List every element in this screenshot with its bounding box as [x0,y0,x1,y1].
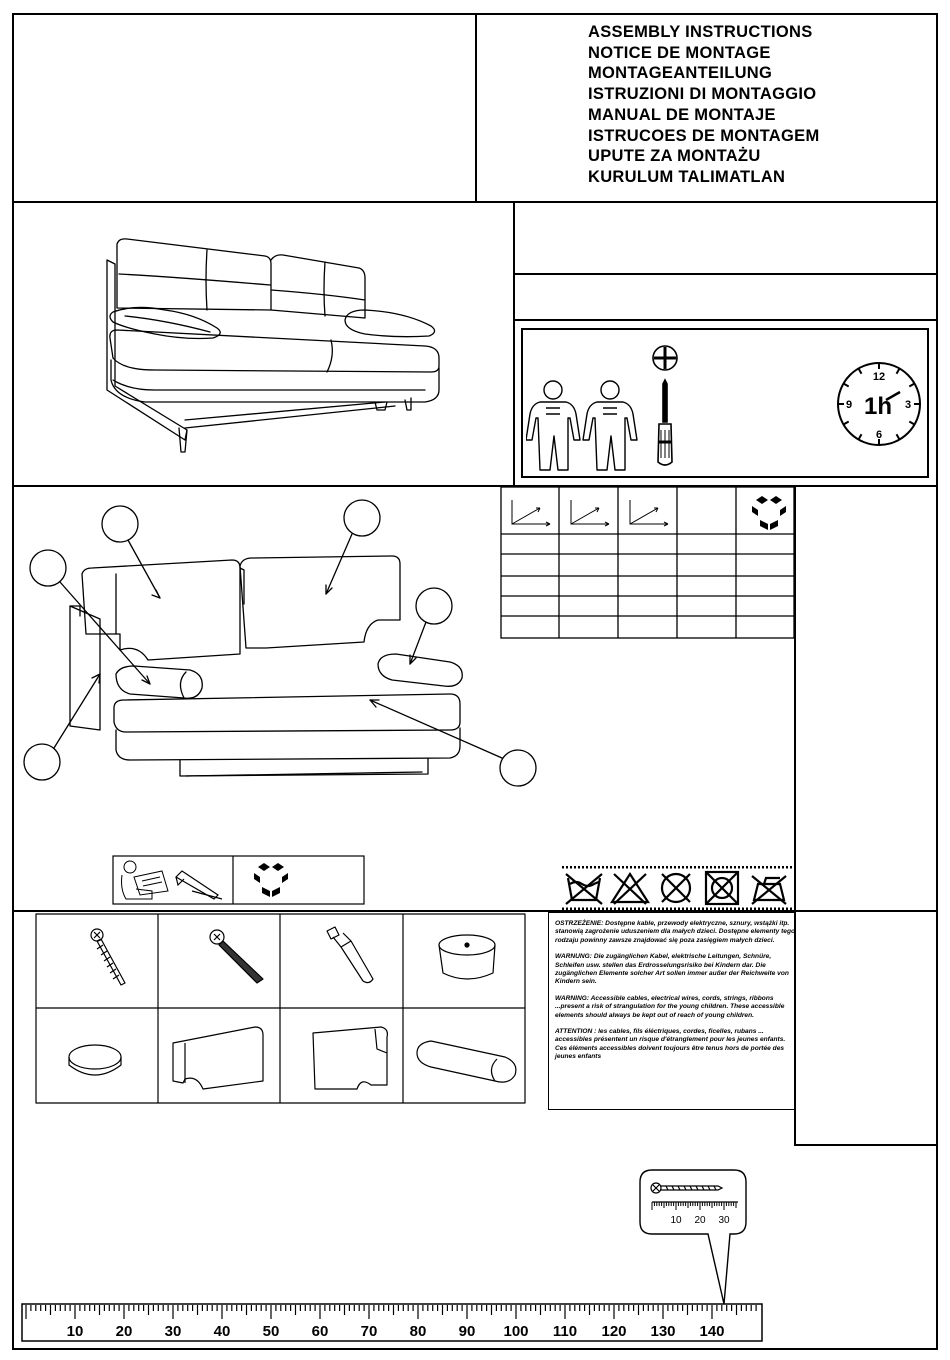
dimension-axis-icon [511,500,551,527]
dimension-axis-icon [629,500,669,527]
no-bleach-icon [609,871,651,905]
info-box-2 [513,273,938,321]
allen-key-icon [175,870,223,900]
ruler-label: 100 [503,1323,528,1340]
clock-icon: 12 3 6 9 1h [837,362,921,446]
small-ruler-label: 30 [718,1215,730,1226]
no-dry-clean-icon [704,870,740,906]
sofa-overview-illustration [106,238,440,453]
warning-en: WARNING: Accessible cables, electrical w… [555,994,785,1019]
warning-pl: OSTRZEŻENIE: Dostępne kable, przewody el… [555,920,796,944]
clock-number-9: 9 [846,399,852,411]
title-de: MONTAGEANTEILUNG [588,64,773,83]
manual-reading-icon [121,860,169,900]
ruler-label: 90 [459,1323,476,1340]
ruler-label: 60 [312,1323,329,1340]
screw-icon [650,1182,724,1194]
clock-number-6: 6 [876,429,882,441]
title-fr: NOTICE DE MONTAGE [588,43,771,62]
no-iron-icon [751,875,787,905]
bolt-icon [209,929,264,984]
measurement-ruler: 10 20 30 40 50 60 70 80 90 100 110 120 130 140 [21,1303,763,1342]
exploded-sofa-diagram [23,499,537,787]
ruler-label: 80 [410,1323,427,1340]
right-backrest-icon [312,1026,388,1090]
tools-packaging-strip [112,855,365,905]
person-icon [526,380,581,471]
two-persons-icon [526,380,638,471]
phillips-screwdriver-icon [652,345,678,466]
warning-text: OSTRZEŻENIE: Dostępne kable, przewody el… [555,920,795,1070]
title-es: MANUAL DE MONTAJE [588,105,776,124]
no-wash-icon [565,873,603,905]
care-symbols-strip [562,866,796,910]
title-list: ASSEMBLY INSTRUCTIONS NOTICE DE MONTAGE … [588,22,820,188]
warning-box [548,912,796,1110]
ruler-label: 110 [553,1323,577,1340]
info-box-1 [513,201,938,275]
dimension-axis-icon [570,500,610,527]
parts-list-grid [35,913,526,1104]
clock-number-12: 12 [873,371,885,383]
requirements-inner-box [521,328,929,478]
clock-number-3: 3 [905,399,911,411]
no-tumble-dry-icon [660,872,692,904]
header-left-box [12,13,477,203]
ruler-label: 140 [699,1323,724,1340]
callout-circle [29,549,67,587]
warning-fr: ATTENTION : les cables, fils éléctriques… [555,1028,786,1061]
wooden-leg-icon [326,926,374,984]
recycle-box-icon [752,496,786,530]
person-icon [582,380,638,471]
callout-circle [23,743,61,781]
screw-length-callout: 10 20 30 [639,1169,747,1305]
ruler-label: 20 [116,1323,133,1340]
ruler-label: 40 [214,1323,231,1340]
title-hr: UPUTE ZA MONTAŻU [588,147,761,166]
ruler-label: 70 [361,1323,378,1340]
title-en: ASSEMBLY INSTRUCTIONS [588,23,813,41]
warning-de: WARNUNG: Die zugänglichen Kabel, elektri… [555,953,789,986]
callout-circle [343,499,381,537]
cylinder-foot-icon [438,934,496,980]
right-column-box [794,485,938,912]
wood-screw-icon [90,928,126,986]
callout-circle [415,587,453,625]
lower-right-box [794,910,938,1146]
armrest-roll-icon [416,1040,517,1083]
title-pt: ISTRUCOES DE MONTAGEM [588,126,820,145]
recycle-box-icon [254,863,288,897]
ruler-label: 130 [650,1323,675,1340]
parts-count-table [500,486,795,639]
small-ruler-label: 20 [694,1215,706,1226]
round-pad-icon [68,1044,122,1076]
title-it: ISTRUZIONI DI MONTAGGIO [588,85,817,104]
title-tr: KURULUM TALIMATLAN [588,167,786,186]
ruler-label: 50 [263,1323,280,1340]
ruler-label: 30 [165,1323,182,1340]
ruler-label: 120 [601,1323,626,1340]
left-backrest-icon [172,1026,264,1090]
callout-circle [499,749,537,787]
ruler-label: 10 [67,1323,84,1340]
small-ruler-label: 10 [670,1215,682,1226]
callout-circle [101,505,139,543]
time-label: 1h [864,393,892,420]
